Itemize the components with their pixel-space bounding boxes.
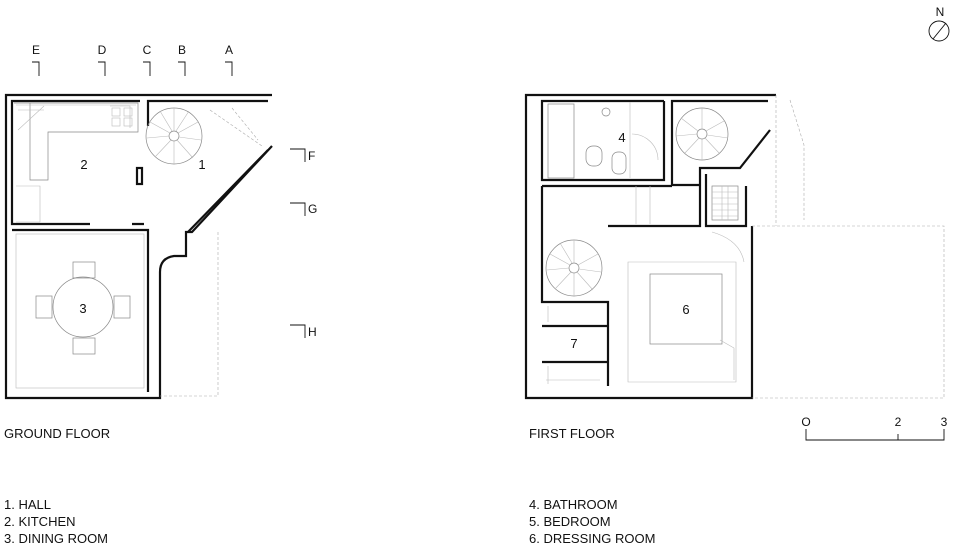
- room-number-4: 4: [618, 130, 625, 145]
- section-arrow-c-icon: [143, 61, 151, 76]
- first-floor-plan: 4 6 7: [524, 93, 945, 400]
- section-marker-f: F: [308, 149, 315, 163]
- ground-outline-dashed: [160, 107, 263, 397]
- section-marker-h: H: [308, 325, 317, 339]
- legend-item: 4. BATHROOM: [529, 497, 618, 512]
- section-marker-e: E: [32, 43, 40, 57]
- ground-column: [135, 166, 144, 186]
- bed: [627, 261, 737, 383]
- legend-ground: 1. HALL 2. KITCHEN 3. DINING ROOM: [4, 497, 108, 546]
- section-markers-top: E D C B A: [32, 43, 233, 76]
- kitchen-counters: [14, 102, 139, 223]
- first-landing-lines: [546, 186, 745, 384]
- legend-item: 5. BEDROOM: [529, 514, 611, 529]
- legend-item: 2. KITCHEN: [4, 514, 76, 529]
- bathroom-fixtures: [547, 102, 659, 179]
- room-number-6: 6: [682, 302, 689, 317]
- north-label: N: [936, 5, 945, 19]
- section-arrow-h-icon: [290, 324, 306, 338]
- section-arrow-a-icon: [225, 61, 233, 76]
- ground-dining-border: [15, 233, 145, 389]
- first-terrace-outline: [752, 95, 945, 399]
- first-spiral-stair-top: [675, 107, 729, 161]
- scale-bar: O 2 3: [801, 415, 948, 441]
- first-floor-title: FIRST FLOOR: [529, 426, 615, 441]
- ground-outer-wall: [4, 93, 273, 400]
- legend-item: 1. HALL: [4, 497, 51, 512]
- legend-item: 3. DINING ROOM: [4, 531, 108, 546]
- first-straight-stair: [711, 185, 739, 221]
- scale-label-3: 3: [941, 415, 948, 429]
- first-outer-wall: [524, 93, 776, 400]
- ground-spiral-stair: [145, 107, 203, 165]
- dining-table: [35, 261, 131, 355]
- ground-floor-plan: 1 2 3: [4, 93, 273, 400]
- section-marker-a: A: [225, 43, 233, 57]
- section-arrow-g-icon: [290, 202, 306, 216]
- ground-inner-wall: [10, 99, 269, 392]
- first-spiral-stair-bottom: [545, 239, 603, 297]
- section-arrow-f-icon: [290, 148, 306, 162]
- section-arrow-e-icon: [32, 61, 40, 76]
- north-arrow: N: [928, 5, 950, 42]
- section-marker-b: B: [178, 43, 186, 57]
- section-markers-side: F G H: [290, 148, 317, 339]
- north-needle-icon: [932, 22, 947, 40]
- section-arrow-b-icon: [178, 61, 186, 76]
- legend-first: 4. BATHROOM 5. BEDROOM 6. DRESSING ROOM: [529, 497, 655, 546]
- room-number-1: 1: [198, 157, 205, 172]
- legend-item: 6. DRESSING ROOM: [529, 531, 655, 546]
- room-number-7: 7: [570, 336, 577, 351]
- section-marker-g: G: [308, 202, 317, 216]
- room-number-2: 2: [80, 157, 87, 172]
- scale-label-0: O: [801, 415, 810, 429]
- first-inner-wall: [540, 99, 771, 386]
- ground-floor-title: GROUND FLOOR: [4, 426, 110, 441]
- room-number-3: 3: [79, 301, 86, 316]
- section-marker-c: C: [143, 43, 152, 57]
- scale-label-2: 2: [895, 415, 902, 429]
- section-marker-d: D: [98, 43, 107, 57]
- section-arrow-d-icon: [98, 61, 106, 76]
- north-circle-icon: [928, 20, 950, 42]
